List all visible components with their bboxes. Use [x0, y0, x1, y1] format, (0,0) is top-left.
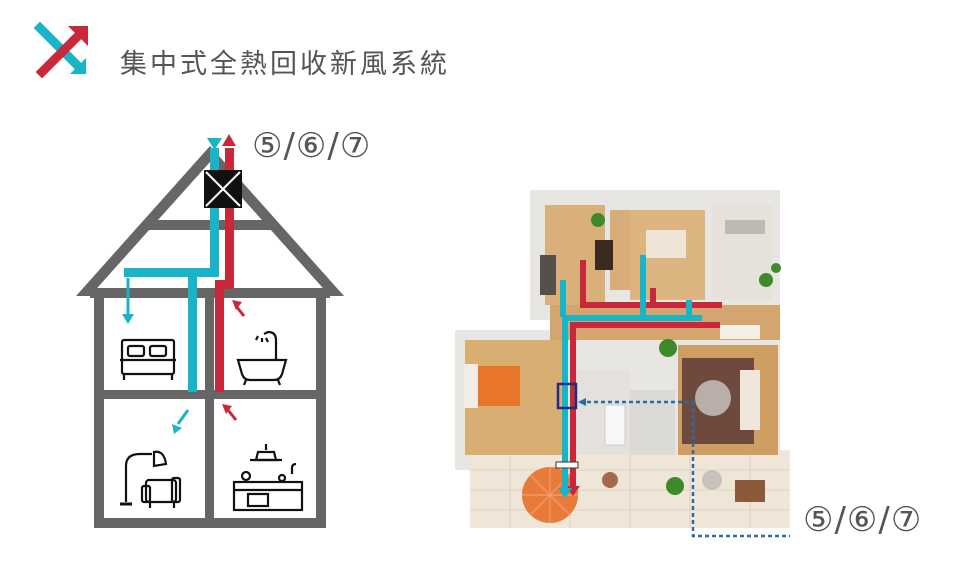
unit-number-label-top: ⑤/⑥/⑦ [252, 126, 372, 166]
fresh-air-duct [122, 138, 222, 434]
room-bath2 [630, 390, 675, 455]
floor-lamp-armchair-icon [120, 450, 182, 508]
heat-recovery-unit-icon [556, 382, 578, 410]
bathtub-icon [236, 330, 288, 386]
house-diagram [76, 134, 344, 528]
heat-recovery-unit-icon [204, 170, 242, 208]
plants [591, 213, 781, 495]
unit-number-label-bottom: ⑤/⑥/⑦ [803, 500, 923, 540]
fresh-air-duct [558, 255, 702, 498]
apartment-floorplan [455, 190, 790, 538]
page-title: 集中式全熱回收新風系統 [120, 49, 450, 80]
duct-terminal [555, 461, 579, 469]
guide-line [580, 400, 790, 538]
umbrella [522, 467, 578, 523]
kitchen-stove-hood-icon [232, 444, 304, 512]
exhaust-air-duct [215, 134, 246, 421]
house-walls [94, 296, 326, 528]
bed-icon [120, 338, 176, 380]
crossed-arrows-icon [34, 22, 88, 79]
furniture [464, 220, 765, 502]
